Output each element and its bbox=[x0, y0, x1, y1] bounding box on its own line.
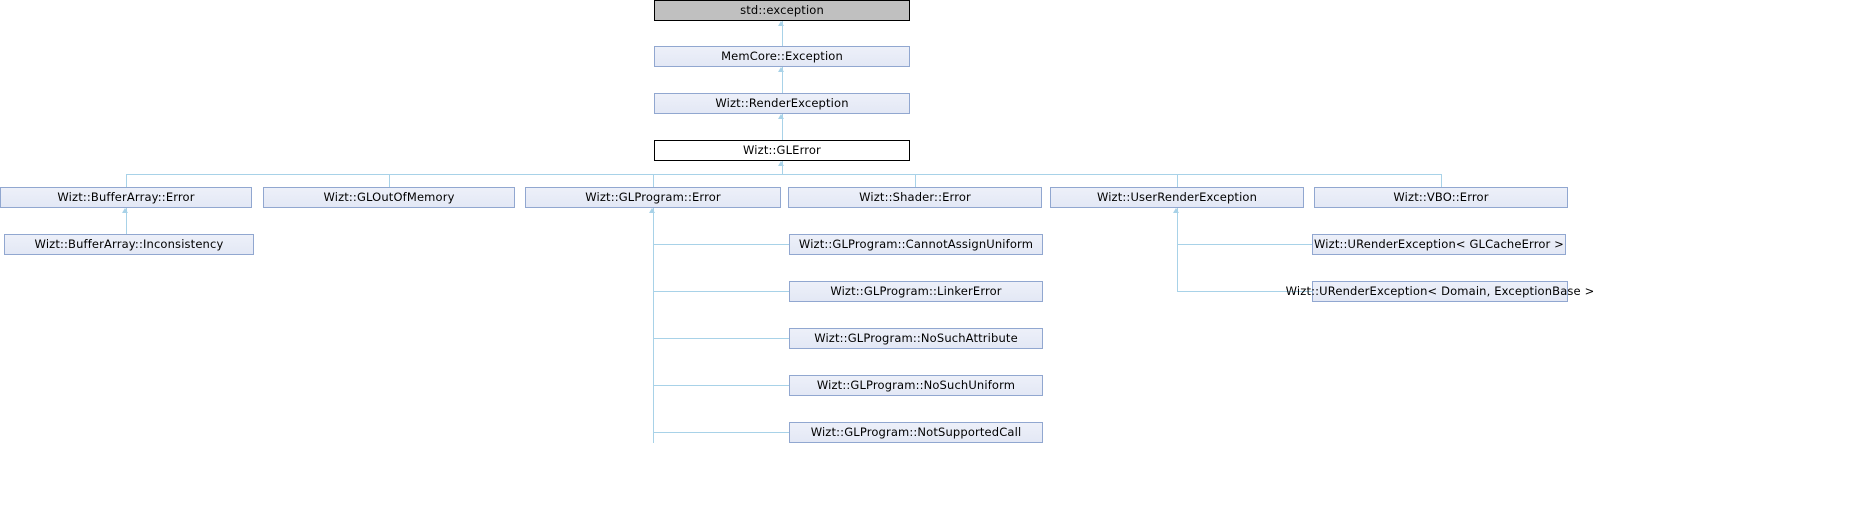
class-node-notsupportedcall[interactable]: Wizt::GLProgram::NotSupportedCall bbox=[789, 422, 1043, 443]
class-node-label: Wizt::GLProgram::CannotAssignUniform bbox=[798, 236, 1034, 251]
class-node-urender_domain[interactable]: Wizt::URenderException< Domain, Exceptio… bbox=[1286, 281, 1594, 302]
class-node-nosuchattribute[interactable]: Wizt::GLProgram::NoSuchAttribute bbox=[789, 328, 1043, 349]
branch-urender-glcache bbox=[1177, 244, 1312, 245]
riser-vbo bbox=[1441, 174, 1442, 187]
arrow-glerror bbox=[778, 161, 784, 166]
arrow-glprogram bbox=[649, 208, 655, 213]
class-node-std_exception[interactable]: std::exception bbox=[654, 0, 910, 21]
class-node-label: Wizt::RenderException bbox=[715, 95, 849, 110]
trunk-render-glerror bbox=[782, 114, 783, 140]
class-node-memcore_exception[interactable]: MemCore::Exception bbox=[654, 46, 910, 67]
class-node-label: Wizt::URenderException< Domain, Exceptio… bbox=[1285, 283, 1595, 298]
branch-notsupported bbox=[653, 432, 789, 433]
class-node-userrenderexception[interactable]: Wizt::UserRenderException bbox=[1050, 187, 1304, 208]
riser-shader bbox=[915, 174, 916, 187]
class-node-label: MemCore::Exception bbox=[721, 48, 843, 63]
riser-userrender bbox=[1177, 174, 1178, 187]
class-node-label: Wizt::VBO::Error bbox=[1393, 189, 1489, 204]
class-node-urender_glcache[interactable]: Wizt::URenderException< GLCacheError > bbox=[1312, 234, 1566, 255]
trunk-userrender-spine bbox=[1177, 208, 1178, 292]
branch-urender-domain bbox=[1177, 291, 1312, 292]
class-node-label: Wizt::GLProgram::NotSupportedCall bbox=[810, 424, 1022, 439]
branch-nosuchattr bbox=[653, 338, 789, 339]
class-node-shader_error[interactable]: Wizt::Shader::Error bbox=[788, 187, 1042, 208]
class-node-label: Wizt::GLError bbox=[743, 142, 821, 157]
class-node-gloutofmemory[interactable]: Wizt::GLOutOfMemory bbox=[263, 187, 515, 208]
trunk-glprogram-spine bbox=[653, 208, 654, 443]
riser-gloutofmemory bbox=[389, 174, 390, 187]
class-node-label: Wizt::BufferArray::Inconsistency bbox=[34, 236, 224, 251]
class-node-linkererror[interactable]: Wizt::GLProgram::LinkerError bbox=[789, 281, 1043, 302]
class-node-label: Wizt::URenderException< GLCacheError > bbox=[1314, 236, 1564, 251]
class-node-wizt_glerror: Wizt::GLError bbox=[654, 140, 910, 161]
arrow-std-exception bbox=[778, 21, 784, 26]
branch-nosuchuniform bbox=[653, 385, 789, 386]
class-node-label: std::exception bbox=[740, 2, 824, 17]
class-node-label: Wizt::GLProgram::NoSuchUniform bbox=[816, 377, 1016, 392]
class-node-label: Wizt::GLOutOfMemory bbox=[323, 189, 455, 204]
class-node-label: Wizt::UserRenderException bbox=[1096, 189, 1258, 204]
trunk-glerror-bus bbox=[782, 161, 783, 174]
class-node-glprogram_error[interactable]: Wizt::GLProgram::Error bbox=[525, 187, 781, 208]
arrow-memcore bbox=[778, 67, 784, 72]
class-node-label: Wizt::GLProgram::LinkerError bbox=[830, 283, 1002, 298]
riser-glprogram bbox=[653, 174, 654, 187]
class-node-label: Wizt::GLProgram::Error bbox=[585, 189, 721, 204]
trunk-std-memcore bbox=[782, 21, 783, 46]
class-node-label: Wizt::BufferArray::Error bbox=[57, 189, 195, 204]
bus-glerror-children bbox=[126, 174, 1441, 175]
class-node-bufferarray_error[interactable]: Wizt::BufferArray::Error bbox=[0, 187, 252, 208]
arrow-bufferarray bbox=[122, 208, 128, 213]
branch-linkererror bbox=[653, 291, 789, 292]
class-node-label: Wizt::Shader::Error bbox=[859, 189, 971, 204]
class-node-nosuchuniform[interactable]: Wizt::GLProgram::NoSuchUniform bbox=[789, 375, 1043, 396]
arrow-render bbox=[778, 114, 784, 119]
arrow-userrender bbox=[1173, 208, 1179, 213]
class-node-vbo_error[interactable]: Wizt::VBO::Error bbox=[1314, 187, 1568, 208]
trunk-memcore-render bbox=[782, 67, 783, 93]
trunk-bufferarray-child bbox=[126, 208, 127, 234]
class-node-cannotassignuniform[interactable]: Wizt::GLProgram::CannotAssignUniform bbox=[789, 234, 1043, 255]
riser-bufferarray bbox=[126, 174, 127, 187]
class-node-label: Wizt::GLProgram::NoSuchAttribute bbox=[814, 330, 1018, 345]
branch-cannotassign bbox=[653, 244, 789, 245]
class-node-bufferarray_inconsis[interactable]: Wizt::BufferArray::Inconsistency bbox=[4, 234, 254, 255]
class-node-wizt_renderexception[interactable]: Wizt::RenderException bbox=[654, 93, 910, 114]
